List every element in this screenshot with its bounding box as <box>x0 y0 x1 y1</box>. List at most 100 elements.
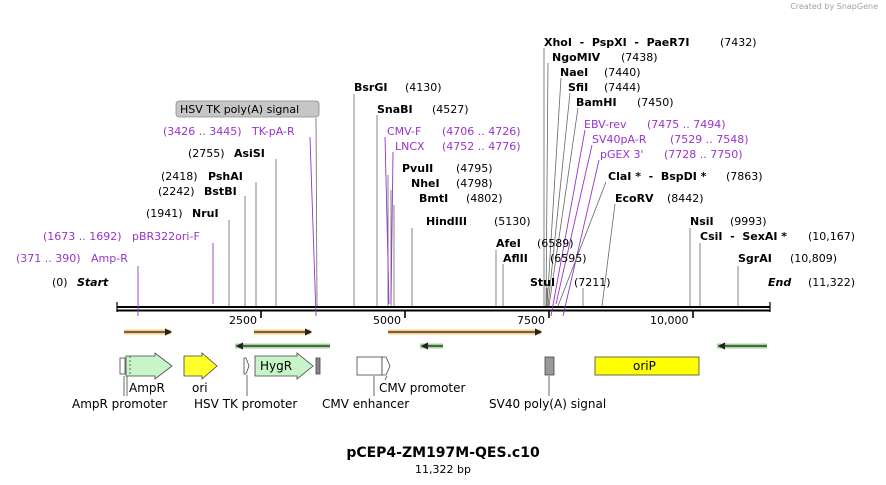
site-pos-sgrai: (10,809) <box>790 252 837 265</box>
site-label-aflii: AflII <box>503 252 528 265</box>
site-pos-afei: (6589) <box>537 237 574 250</box>
feature-label-orip: oriP <box>633 359 656 373</box>
feature-ampr-promoter <box>119 357 126 375</box>
site-label-hindiii: HindIII <box>426 215 467 228</box>
site-pos-naei: (7440) <box>604 66 641 79</box>
feature-callout-label: HSV TK poly(A) signal <box>180 103 299 116</box>
feature-track <box>119 352 700 380</box>
tick-label-5000: 5000 <box>373 314 401 327</box>
site-lines <box>228 48 739 307</box>
site-label-pvuii: PvuII <box>402 162 433 175</box>
site-pos-ngomiv: (7438) <box>621 51 658 64</box>
start-pos: (0) <box>52 276 68 289</box>
site-pos-bmti: (4802) <box>466 192 503 205</box>
primer-label-lncx: LNCX <box>395 140 425 153</box>
orf-arrows <box>124 328 767 350</box>
site-label-snabi: SnaBI <box>377 103 413 116</box>
site-label-clai-bspdi: ClaI * - BspDI * <box>608 170 707 183</box>
site-label-ngomiv: NgoMIV <box>552 51 601 64</box>
site-pos-bstbi: (2242) <box>158 185 195 198</box>
primer-label-tk-pa-r: TK-pA-R <box>251 125 295 138</box>
primer-pos-pbr322ori-f: (1673 .. 1692) <box>43 230 122 243</box>
site-pos-bsrgi: (4130) <box>405 81 442 94</box>
primer-label-pgex3: pGEX 3' <box>600 148 644 161</box>
tick-label-7500: 7500 <box>517 314 545 327</box>
feature-label-ampr: AmpR <box>129 381 165 395</box>
site-pos-aflii: (6595) <box>550 252 587 265</box>
feature-hsv-tk-polya <box>315 357 321 375</box>
feature-ampr <box>125 352 173 380</box>
tick-label-10000: 10,000 <box>650 314 689 327</box>
feature-label-ori: ori <box>192 381 208 395</box>
site-label-bmti: BmtI <box>419 192 448 205</box>
end-pos: (11,322) <box>808 276 855 289</box>
site-label-bstbi: BstBI <box>204 185 237 198</box>
feature-hsv-tk-promoter <box>243 357 250 375</box>
site-pos-pshai: (2418) <box>161 170 198 183</box>
site-pos-bamhi: (7450) <box>637 96 674 109</box>
tick-label-2500: 2500 <box>229 314 257 327</box>
snapgene-watermark: Created by SnapGene <box>790 2 878 11</box>
site-label-sfii: SfiI <box>568 81 588 94</box>
feature-cmv-enhancer <box>356 356 383 376</box>
feature-cmv-promoter <box>381 356 391 376</box>
primer-pos-ebv-rev: (7475 .. 7494) <box>647 118 726 131</box>
primer-label-ebv-rev: EBV-rev <box>584 118 627 131</box>
primer-pos-lncx: (4752 .. 4776) <box>442 140 521 153</box>
start-label: Start <box>77 276 109 289</box>
feature-hygr <box>254 352 314 380</box>
site-label-csii-sexai: CsiI - SexAI * <box>700 230 787 243</box>
primer-pos-sv40pa-r: (7529 .. 7548) <box>670 133 749 146</box>
primer-label-sv40pa-r: SV40pA-R <box>592 133 647 146</box>
primer-label-cmv-f: CMV-F <box>387 125 421 138</box>
feature-callout-hsv-tk-polya <box>175 100 320 118</box>
primer-lines <box>137 129 600 317</box>
sequence-backbone <box>117 306 770 308</box>
plasmid-length: 11,322 bp <box>415 463 471 476</box>
site-pos-xhoi: (7432) <box>720 36 757 49</box>
primer-pos-tk-pa-r: (3426 .. 3445) <box>163 125 242 138</box>
feature-label-hygr: HygR <box>260 359 292 373</box>
site-pos-clai: (7863) <box>726 170 763 183</box>
feature-label-cmv-promoter: CMV promoter <box>379 381 466 395</box>
site-pos-hindiii: (5130) <box>494 215 531 228</box>
site-pos-snabi: (4527) <box>432 103 469 116</box>
primer-pos-cmv-f: (4706 .. 4726) <box>442 125 521 138</box>
site-label-pshai: PshAI <box>208 170 243 183</box>
site-pos-stui: (7211) <box>574 276 611 289</box>
primer-pos-amp-r: (371 .. 390) <box>16 252 81 265</box>
end-label: End <box>768 276 791 289</box>
site-pos-asisi: (2755) <box>188 147 225 160</box>
site-label-stui: StuI <box>530 276 555 289</box>
plasmid-title: pCEP4-ZM197M-QES.c10 <box>346 445 540 461</box>
site-label-bsrgi: BsrGI <box>354 81 387 94</box>
site-pos-ecorv: (8442) <box>667 192 704 205</box>
site-pos-sfii: (7444) <box>604 81 641 94</box>
feature-label-hsv-tk-promoter: HSV TK promoter <box>194 397 297 411</box>
site-label-sgrai: SgrAI <box>738 252 772 265</box>
sequence-backbone-lower <box>117 309 770 312</box>
site-label-nhei: NheI <box>411 177 440 190</box>
feature-ori <box>183 352 218 380</box>
feature-label-sv40-polya: SV40 poly(A) signal <box>489 397 606 411</box>
feature-label-cmv-enhancer: CMV enhancer <box>322 397 409 411</box>
feature-sv40-polya <box>544 356 555 376</box>
site-label-xhoi-pspxi-paer7i: XhoI - PspXI - PaeR7I <box>544 36 689 49</box>
site-label-nsii: NsiI <box>690 215 714 228</box>
feature-orip <box>594 356 700 376</box>
site-label-ecorv: EcoRV <box>615 192 654 205</box>
feature-label-ampr-promoter: AmpR promoter <box>72 397 167 411</box>
primer-label-amp-r: Amp-R <box>91 252 128 265</box>
site-pos-nrui: (1941) <box>146 207 183 220</box>
site-label-afei: AfeI <box>496 237 521 250</box>
site-pos-nhei: (4798) <box>456 177 493 190</box>
primer-label-pbr322ori-f: pBR322ori-F <box>132 230 200 243</box>
site-label-bamhi: BamHI <box>576 96 617 109</box>
site-label-asisi: AsiSI <box>234 147 265 160</box>
site-label-nrui: NruI <box>192 207 219 220</box>
axis-ticks <box>260 311 694 318</box>
site-pos-csii: (10,167) <box>808 230 855 243</box>
site-pos-pvuii: (4795) <box>456 162 493 175</box>
site-pos-nsii: (9993) <box>730 215 767 228</box>
primer-pos-pgex3: (7728 .. 7750) <box>664 148 743 161</box>
